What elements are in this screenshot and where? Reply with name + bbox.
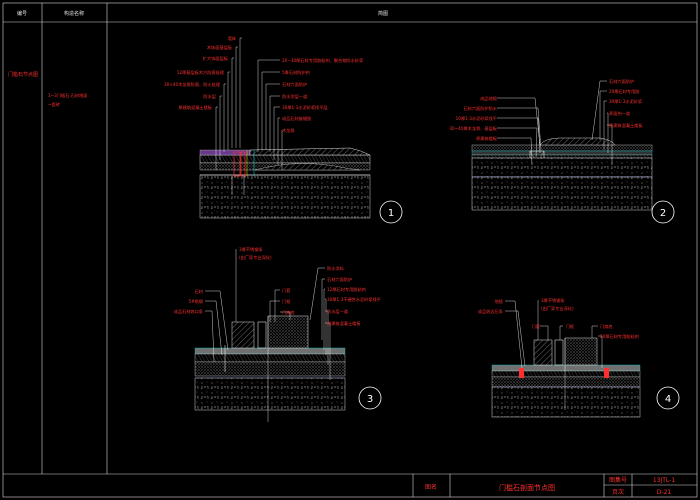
d3-label-mid-3: 门扇底 (282, 309, 295, 316)
d1-label-right-4: 防水涂层一道 (282, 93, 308, 100)
d2-label-right-2: 20厚石材专用胶 (609, 88, 639, 95)
atlas-number-label: 图集号 (609, 476, 627, 484)
d2-label-right-1: 石材六面防护 (609, 78, 634, 85)
d1-label-right-5: 30厚1:3水泥砂浆找平层 (282, 104, 328, 111)
header-construction-name: 构造名称 (64, 10, 84, 17)
d4-label-top-2: (由厂家专业深化) (541, 305, 574, 312)
d3-label-right-3: 12厚石材专用胶粘剂 (327, 286, 366, 293)
d3-detail-number: 3 (367, 394, 373, 405)
page-value: D-21 (657, 489, 672, 496)
d3-label-left-2: 5#角钢 (188, 298, 203, 305)
header-sketch: 简图 (378, 10, 388, 17)
d4-label-left-1: 地毯 (495, 298, 504, 304)
detail-4: 地毯 成品收边压条 3厚不锈钢条 (由厂家专业深化) 门套 门框 门扇底 20厚… (478, 297, 680, 418)
row-description-line2: ~瓷砖 (48, 101, 60, 108)
title-block (412, 474, 697, 497)
d3-label-right-5: 防水层一道 (327, 308, 349, 315)
title-block-label: 图名 (425, 483, 437, 491)
page-label: 页次 (612, 488, 624, 496)
d2-label-left-4: 30~40厚木龙骨、基层板 (449, 125, 497, 132)
d3-label-right-2: 石材六面防护 (327, 276, 352, 283)
d4-label-mid-2: 门框 (566, 323, 575, 330)
d2-label-left-5: 原建筑楼板 (476, 135, 498, 142)
d3-label-right-4: 30厚1:3干硬性水泥砂浆找平 (327, 296, 381, 303)
d3-label-right-6: 原建筑混凝土楼板 (327, 320, 361, 327)
d1-label-right-6: 成品石材嵌缝胶 (282, 115, 311, 122)
d1-label-right-3: 石材六面防护 (282, 81, 307, 88)
d1-label-left-7: 原建筑混凝土楼板 (178, 104, 212, 111)
d3-label-top-1: 3厚不锈钢条 (239, 246, 263, 253)
d1-label-left-6: 防水层 (203, 93, 216, 100)
d4-label-right-2: 20厚石材专用胶粘剂 (600, 333, 639, 340)
d2-label-left-1: 成品地毯 (480, 95, 498, 102)
row-description-line1: 1~3门槛石 石材地面 (48, 92, 87, 99)
d4-label-left-2: 成品收边压条 (478, 308, 504, 315)
d2-detail-number: 2 (660, 208, 666, 219)
d1-label-left-2: 木饰面基层板 (207, 44, 233, 51)
d1-label-right-2: 5厚石材防护剂 (282, 69, 310, 76)
d1-label-right-1: 20~30厚石材专用胶粘剂、聚合物防水砂浆 (282, 57, 364, 64)
row-name: 门槛石节点图 (8, 71, 38, 78)
d1-label-left-3: 扩大饰面层板 (203, 55, 229, 62)
detail-3: 3厚不锈钢条 (由厂家专业深化) 石材 5#角钢 成品石材收口条 门套 门框 门… (174, 246, 382, 422)
d3-label-mid-1: 门套 (282, 287, 291, 294)
d3-label-right-1: 防水涂料 (327, 265, 345, 272)
d2-label-left-3: 10厚1:3水泥砂浆找平 (456, 115, 497, 122)
d2-label-right-5: 原建筑混凝土楼板 (609, 122, 643, 129)
header-number: 编号 (17, 10, 27, 17)
d3-label-mid-2: 门框 (282, 298, 291, 305)
d1-detail-number: 1 (388, 208, 394, 219)
d4-label-mid-1: 门套 (532, 323, 541, 330)
atlas-number-value: 13JTL-1 (653, 477, 675, 484)
d1-label-left-4: 12厚基层板木方防腐处理 (177, 69, 225, 76)
d2-label-right-3: 30厚1:3水泥砂浆 (609, 98, 643, 105)
d3-label-top-2: (由厂家专业深化) (239, 254, 272, 261)
d3-label-left-3: 成品石材收口条 (174, 308, 204, 315)
d1-label-right-7: 木龙骨 (282, 127, 295, 134)
d1-label-left-5: 30×40木龙骨防腐、防火处理 (164, 81, 221, 88)
d2-label-right-4: 界面剂一道 (609, 110, 631, 117)
drawing-title: 门槛石剖面节点图 (499, 483, 555, 492)
d4-label-top-1: 3厚不锈钢条 (541, 297, 565, 304)
d3-label-left-1: 石材 (195, 288, 203, 295)
d2-label-left-2: 石材六面防护防水 (463, 105, 497, 112)
d4-detail-number: 4 (665, 394, 671, 405)
d4-label-right-1: 门扇底 (600, 323, 613, 330)
d1-label-left-1: 墙体 (228, 35, 237, 42)
detail-1: 墙体 木饰面基层板 扩大饰面层板 12厚基层板木方防腐处理 30×40木龙骨防腐… (164, 35, 403, 224)
detail-2: 成品地毯 石材六面防护防水 10厚1:3水泥砂浆找平 30~40厚木龙骨、基层板… (449, 78, 675, 224)
